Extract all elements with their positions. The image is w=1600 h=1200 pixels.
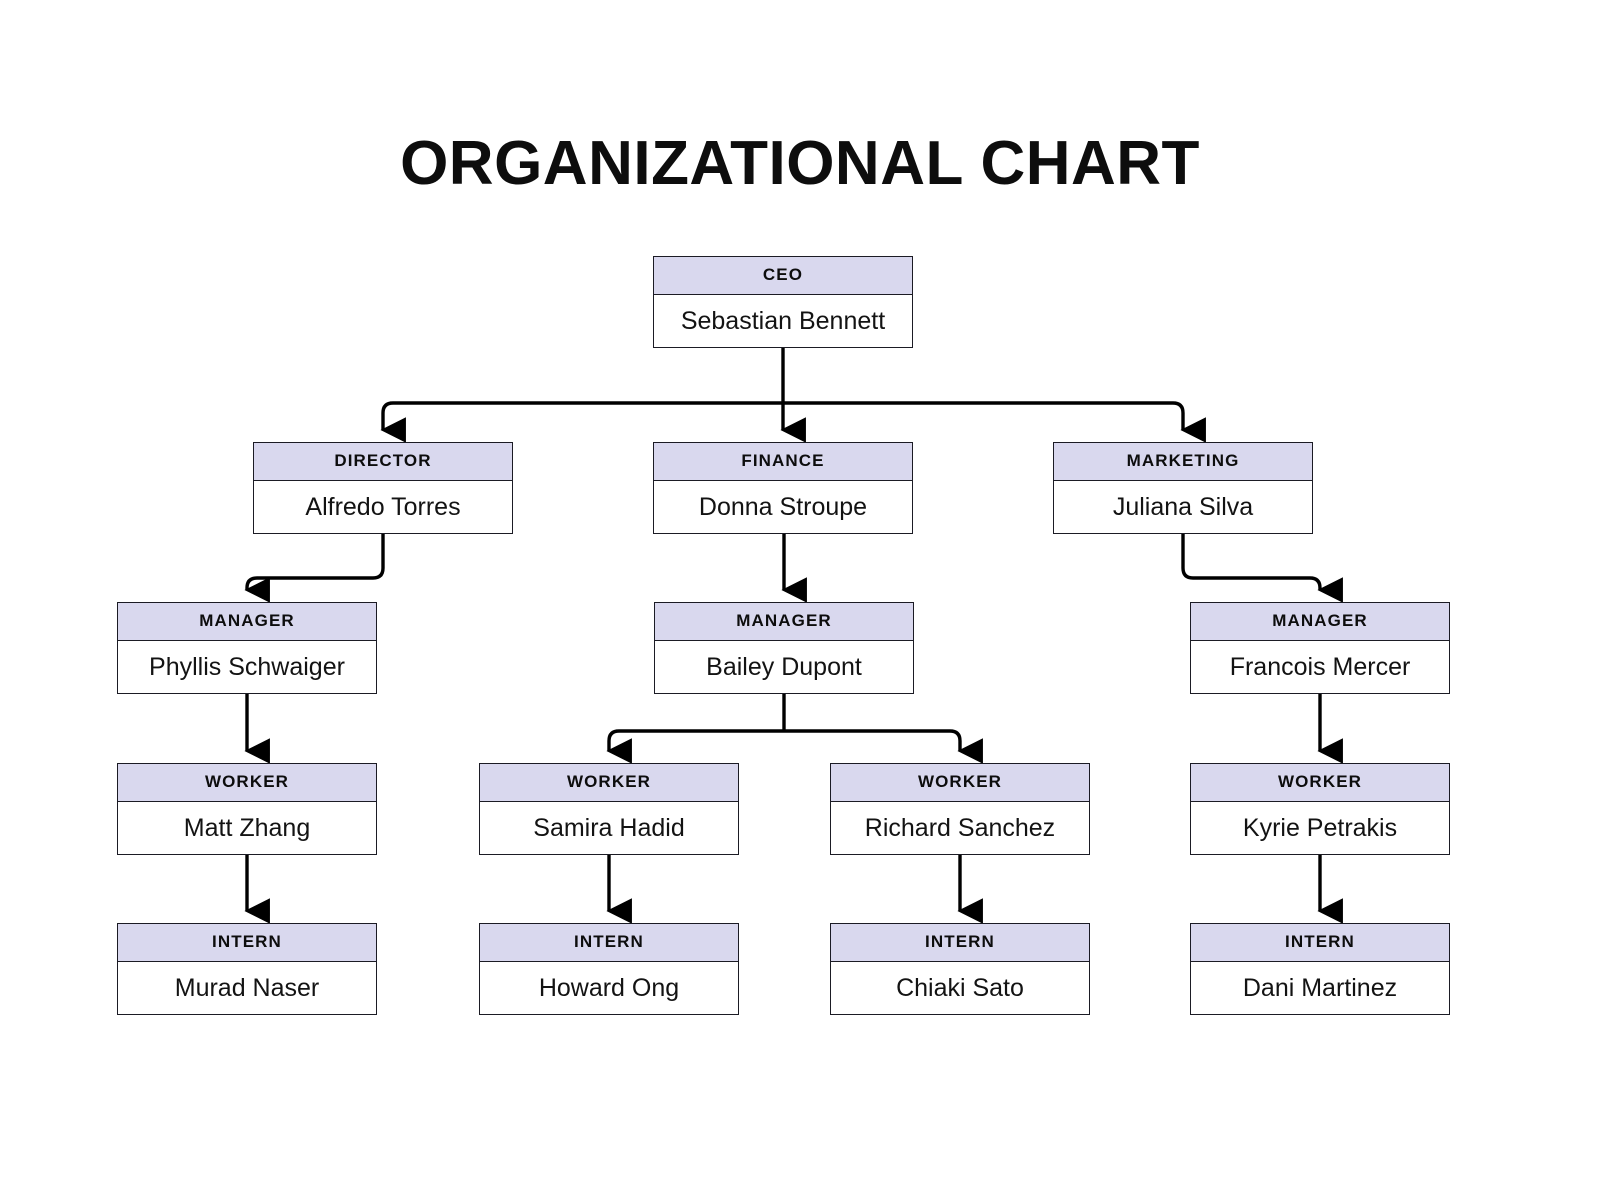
node-name-finance: Donna Stroupe [654, 481, 912, 533]
node-role-worker-3: WORKER [831, 764, 1089, 802]
node-role-manager-1: MANAGER [118, 603, 376, 641]
node-role-intern-1: INTERN [118, 924, 376, 962]
node-name-worker-1: Matt Zhang [118, 802, 376, 854]
node-name-worker-2: Samira Hadid [480, 802, 738, 854]
node-name-intern-4: Dani Martinez [1191, 962, 1449, 1014]
node-role-manager-3: MANAGER [1191, 603, 1449, 641]
node-role-worker-2: WORKER [480, 764, 738, 802]
node-role-intern-4: INTERN [1191, 924, 1449, 962]
node-role-director: DIRECTOR [254, 443, 512, 481]
node-name-ceo: Sebastian Bennett [654, 295, 912, 347]
node-name-intern-1: Murad Naser [118, 962, 376, 1014]
node-role-marketing: MARKETING [1054, 443, 1312, 481]
node-role-manager-2: MANAGER [655, 603, 913, 641]
node-role-worker-4: WORKER [1191, 764, 1449, 802]
node-name-marketing: Juliana Silva [1054, 481, 1312, 533]
node-role-worker-1: WORKER [118, 764, 376, 802]
edge-ceo-marketing [783, 401, 1206, 443]
node-name-worker-3: Richard Sanchez [831, 802, 1089, 854]
node-name-manager-2: Bailey Dupont [655, 641, 913, 693]
node-name-intern-2: Howard Ong [480, 962, 738, 1014]
edge-manager2-worker3 [784, 729, 983, 764]
node-name-worker-4: Kyrie Petrakis [1191, 802, 1449, 854]
edge-manager2-worker2 [606, 729, 784, 764]
node-name-director: Alfredo Torres [254, 481, 512, 533]
node-name-manager-3: Francois Mercer [1191, 641, 1449, 693]
node-name-manager-1: Phyllis Schwaiger [118, 641, 376, 693]
node-role-intern-3: INTERN [831, 924, 1089, 962]
edge-marketing-manager3 [1181, 534, 1343, 603]
node-name-intern-3: Chiaki Sato [831, 962, 1089, 1014]
node-role-ceo: CEO [654, 257, 912, 295]
page-title: ORGANIZATIONAL CHART [400, 129, 1200, 198]
node-role-intern-2: INTERN [480, 924, 738, 962]
edge-director-manager1 [244, 534, 385, 603]
edge-ceo-director [380, 401, 783, 443]
node-role-finance: FINANCE [654, 443, 912, 481]
